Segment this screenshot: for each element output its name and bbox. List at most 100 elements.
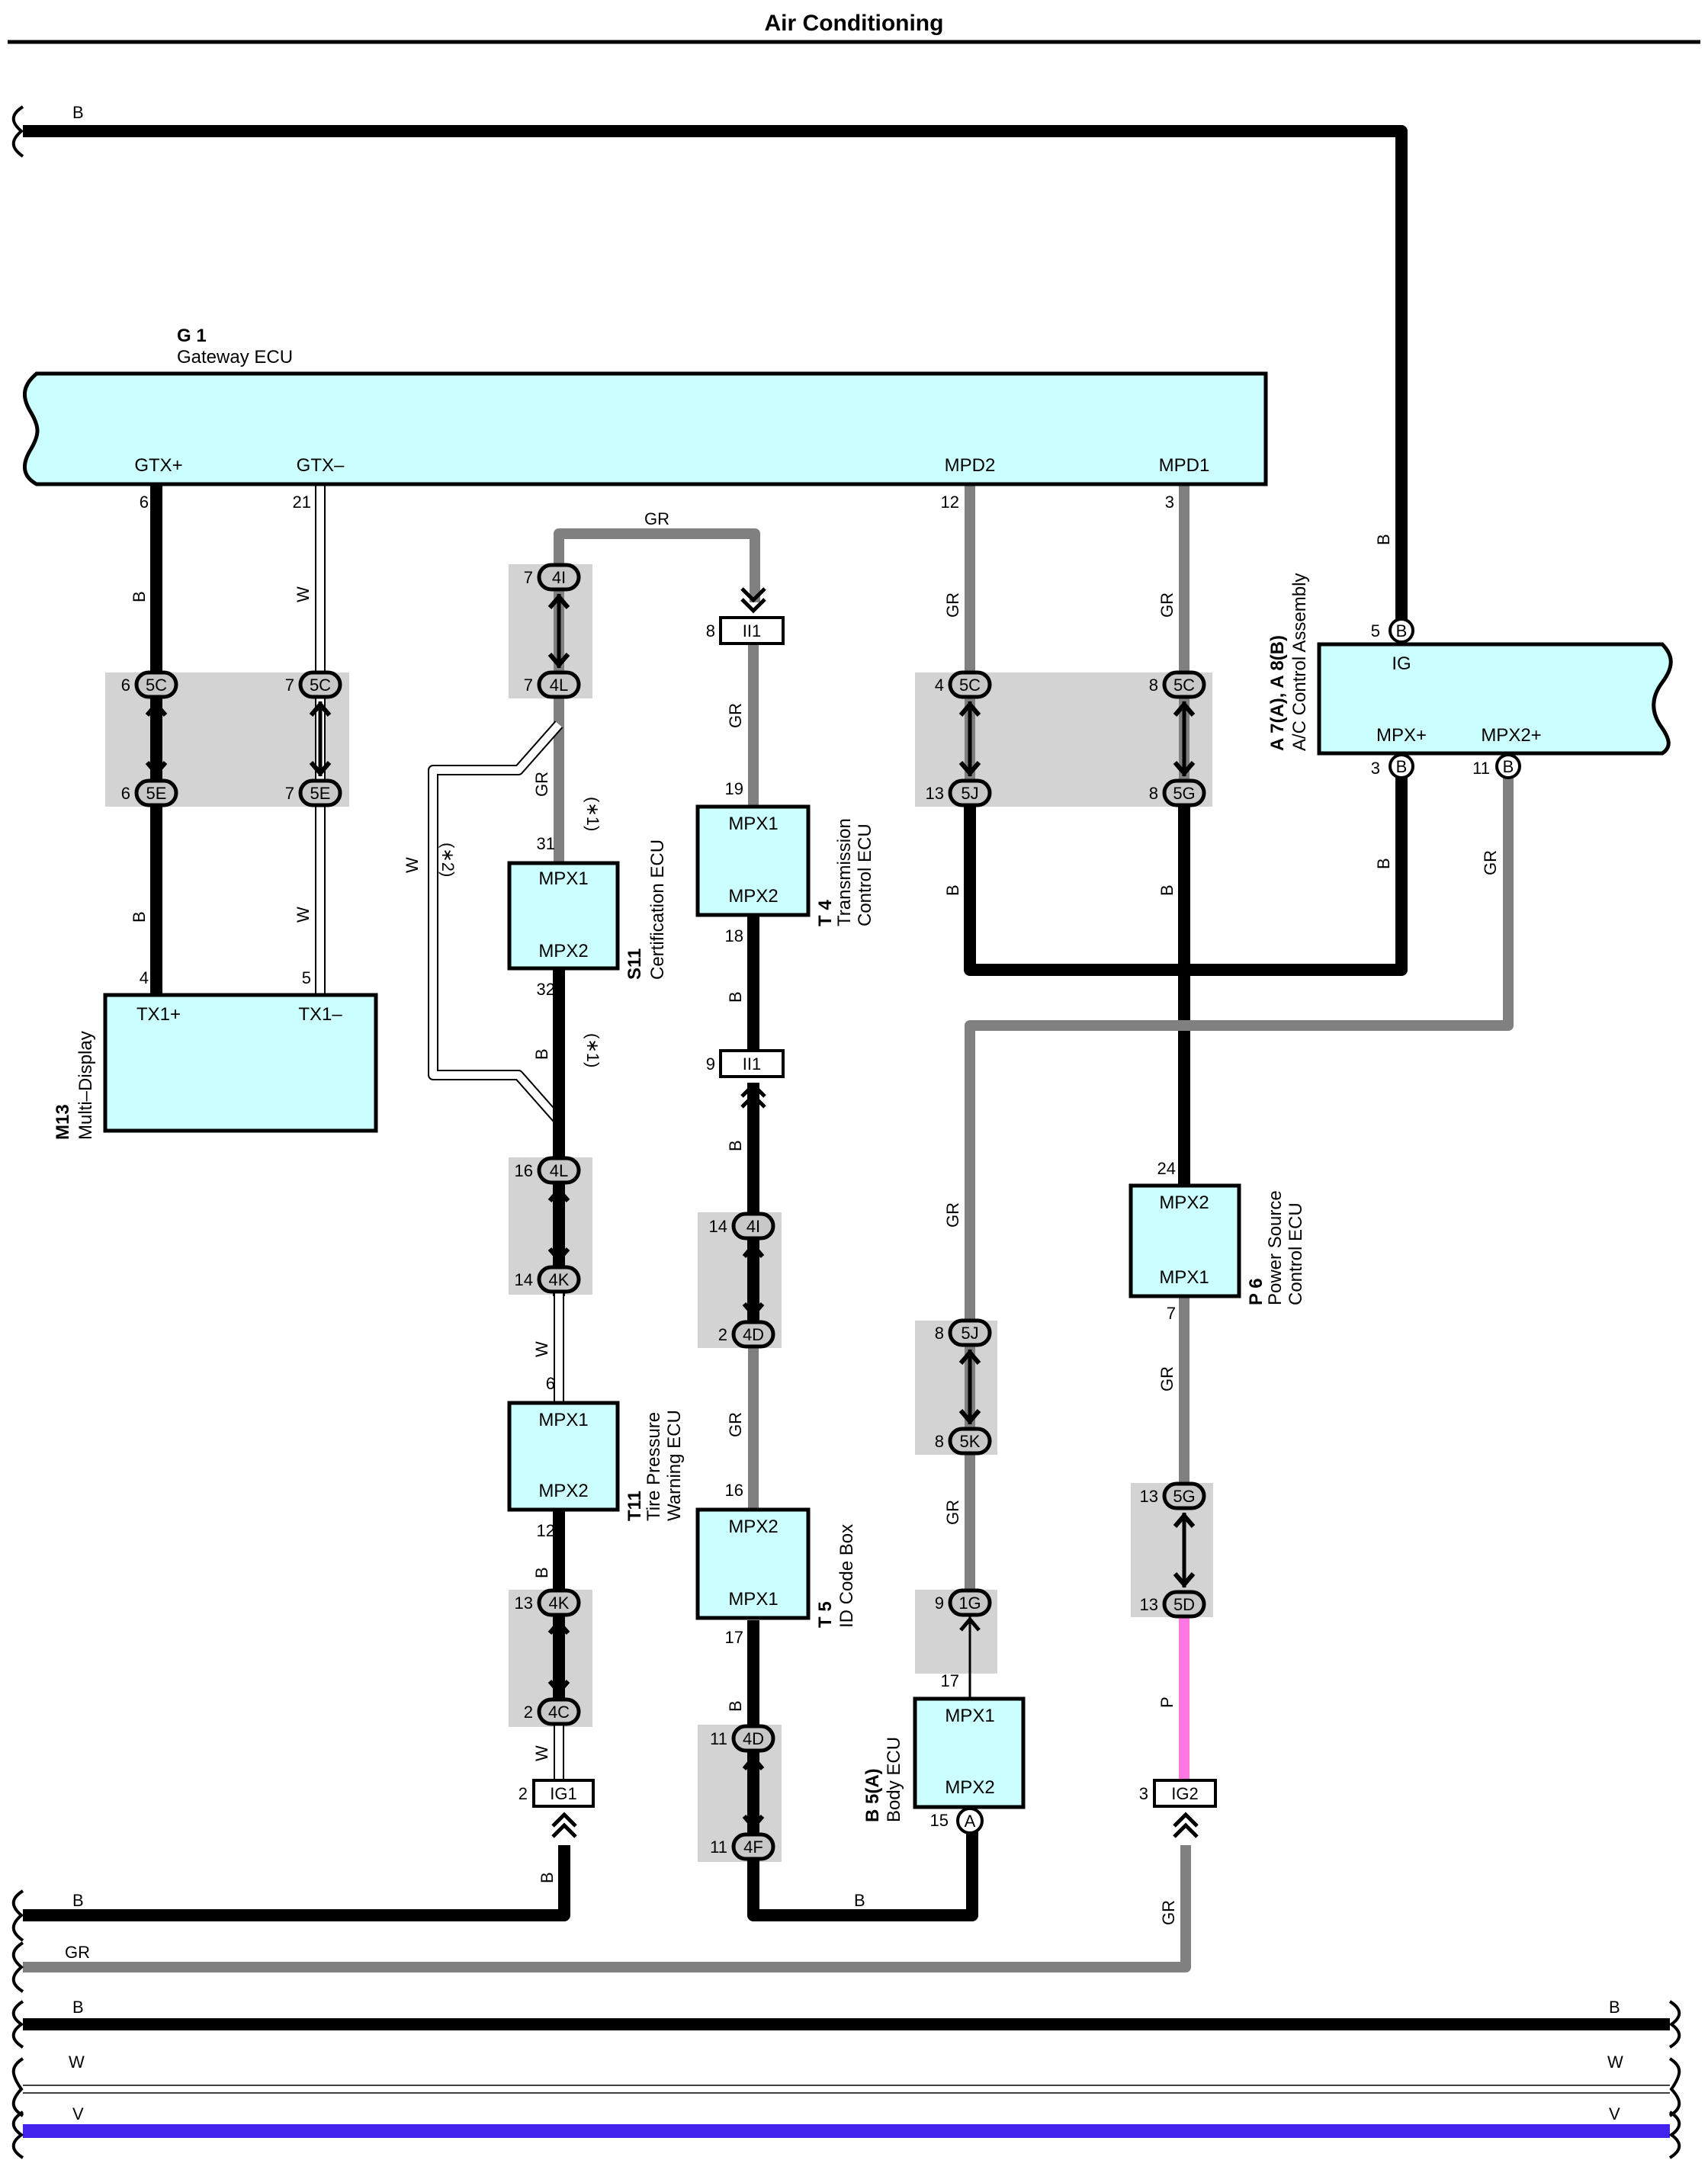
connector-pill: [298, 778, 342, 807]
wl-bus-w-right: W: [1607, 2053, 1623, 2072]
t5-mpx2-label: MPX2: [728, 1517, 778, 1537]
connector-pin: 7: [524, 568, 533, 587]
connector-label: 5E: [310, 784, 331, 803]
connector-arrow: [1173, 701, 1196, 717]
connector-label: 5E: [146, 784, 167, 803]
connector-pill: [134, 778, 178, 807]
ac-mpxp-pin: 3: [1371, 759, 1380, 778]
connector-arrow: [547, 1619, 570, 1635]
gtx-plus-pin: 6: [140, 493, 149, 512]
connector-label: 4I: [552, 568, 566, 587]
ii1-top-label: II1: [743, 621, 761, 640]
t5-mpx1-label: MPX1: [728, 1589, 778, 1610]
ii1-top-pin: 8: [706, 621, 715, 640]
ac-mpx2p-pin: 11: [1472, 759, 1490, 778]
connector-arrow: [958, 1349, 981, 1365]
connector-pin: 13: [1140, 1595, 1158, 1614]
ig2-pin: 3: [1139, 1784, 1148, 1803]
wl-ac-ig-b: B: [1374, 534, 1393, 545]
connector-pin: 13: [515, 1594, 533, 1613]
ii1-bottom-label: II1: [743, 1054, 761, 1074]
ac-mpx-plus-label: MPX+: [1376, 725, 1427, 746]
p6-mpx2-label: MPX2: [1159, 1192, 1209, 1213]
connector-arrow: [1173, 761, 1196, 777]
connector-pill: [1162, 670, 1206, 699]
connector-pin: 6: [121, 676, 130, 695]
ac-ig-pin: 5: [1371, 621, 1380, 640]
connector-pill: [948, 670, 992, 699]
tx1-minus-label: TX1–: [298, 1004, 342, 1025]
wl-t4-gr2: GR: [726, 1412, 745, 1437]
wl-bus-w-left: W: [69, 2053, 85, 2072]
connector-pill: [537, 670, 581, 699]
connector-label: 4L: [550, 676, 568, 695]
b5-mpx1-label: MPX1: [945, 1706, 994, 1726]
connector-pill: [948, 1427, 992, 1456]
connector-pin: 8: [935, 1432, 944, 1451]
t4-mpx1-pin: 19: [725, 779, 743, 798]
wl-mpd2-b: B: [943, 884, 962, 896]
connector-arrow: [958, 1409, 981, 1425]
wl-t5-b-bottom: B: [854, 1891, 865, 1910]
wires: [23, 125, 1670, 2138]
connector-arrow: [547, 1680, 570, 1696]
connector-pin: 6: [121, 784, 130, 803]
s11-mpx1-label: MPX1: [538, 868, 588, 889]
wl-t11-b: B: [532, 1567, 551, 1578]
mpd2-label: MPD2: [945, 455, 996, 476]
t11-mpx2-pin: 12: [537, 1521, 555, 1540]
wl-ig1-w: W: [532, 1745, 551, 1761]
t11-mpx1-label: MPX1: [538, 1410, 588, 1430]
connector-label: 5C: [959, 676, 981, 695]
connector-label: 5G: [1173, 784, 1195, 803]
connector-label: 5C: [146, 676, 167, 695]
gtx-plus-label: GTX+: [134, 455, 182, 476]
connector-label: 4K: [549, 1270, 570, 1289]
b5-mpx2-pin: 15: [930, 1811, 949, 1830]
connector-label: 4D: [743, 1729, 764, 1748]
connector-pill: [731, 1320, 775, 1349]
page-title: Air Conditioning: [765, 11, 944, 36]
connector-pill: [1162, 778, 1206, 807]
wl-b5-gr2: GR: [943, 1500, 962, 1525]
wl-s11-gr: GR: [532, 772, 551, 797]
t11-name-1: Tire Pressure: [644, 1412, 664, 1521]
ac-tag-mpxp: B: [1396, 757, 1408, 776]
id-code-box: MPX2 MPX1 16 17 T 5 ID Code Box: [695, 1481, 857, 1647]
mpd1-pin: 3: [1165, 493, 1174, 512]
power-source-ecu: MPX2 MPX1 24 7 P 6 Power Source Control …: [1128, 1159, 1306, 1323]
tx1-plus-label: TX1+: [136, 1004, 181, 1025]
wl-gtx-b: B: [130, 591, 149, 602]
connector-label: 4L: [550, 1161, 568, 1180]
wl-s11-b: B: [532, 1048, 551, 1060]
connector-pin: 2: [524, 1703, 533, 1722]
ac-pin-tags: B B B: [1389, 618, 1521, 779]
body-ecu: MPX1 MPX2 17 15 A B 5(A) Body ECU: [862, 1671, 1026, 1834]
connector-pin: 11: [710, 1729, 727, 1748]
connector-label: 5C: [310, 676, 331, 695]
connector-label: 5J: [961, 1324, 978, 1343]
p6-id: P 6: [1246, 1278, 1267, 1305]
gateway-ecu-id: G 1: [177, 326, 207, 346]
tx1m-pin: 5: [302, 968, 311, 987]
connector-arrow: [547, 593, 570, 609]
connector-pin: 11: [710, 1838, 727, 1857]
ac-tag-mpx2p: B: [1503, 757, 1514, 776]
connector-pill: [1162, 1481, 1206, 1510]
t11-id: T11: [624, 1491, 645, 1521]
gtx-minus-pin: 21: [293, 493, 311, 512]
connector-pill: [731, 1724, 775, 1753]
connector-pin: 14: [515, 1270, 533, 1289]
connector-pill: [537, 1588, 581, 1617]
connector-arrow: [742, 1754, 765, 1770]
t4-name-1: Transmission: [834, 818, 855, 926]
connector-pin: 9: [935, 1594, 944, 1613]
connector-pill: [537, 1265, 581, 1294]
wl-loop-gr: GR: [644, 509, 669, 528]
connector-arrow: [958, 701, 981, 717]
t4-id: T 4: [815, 900, 836, 926]
t5-name: ID Code Box: [836, 1524, 857, 1628]
ig2-label: IG2: [1171, 1784, 1198, 1803]
inline-connectors: 5C65E65C75E74I74L74L164K144K134C24I144D2…: [121, 563, 1206, 1861]
